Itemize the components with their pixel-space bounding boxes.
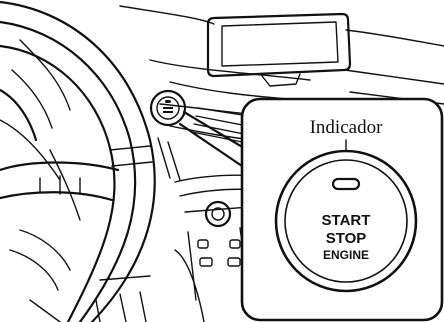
- indicator-label: Indicador: [310, 117, 383, 138]
- infotainment-display: [208, 14, 350, 86]
- zoom-connector: [180, 112, 244, 166]
- dashboard-start-button: [151, 91, 185, 125]
- button-text-engine: ENGINE: [323, 248, 369, 262]
- button-text-start: START: [322, 212, 371, 229]
- button-text-stop: STOP: [326, 230, 367, 247]
- indicator-light: [333, 179, 359, 189]
- steering-wheel: [0, 2, 155, 322]
- engine-start-stop-button: START STOP ENGINE: [276, 151, 416, 291]
